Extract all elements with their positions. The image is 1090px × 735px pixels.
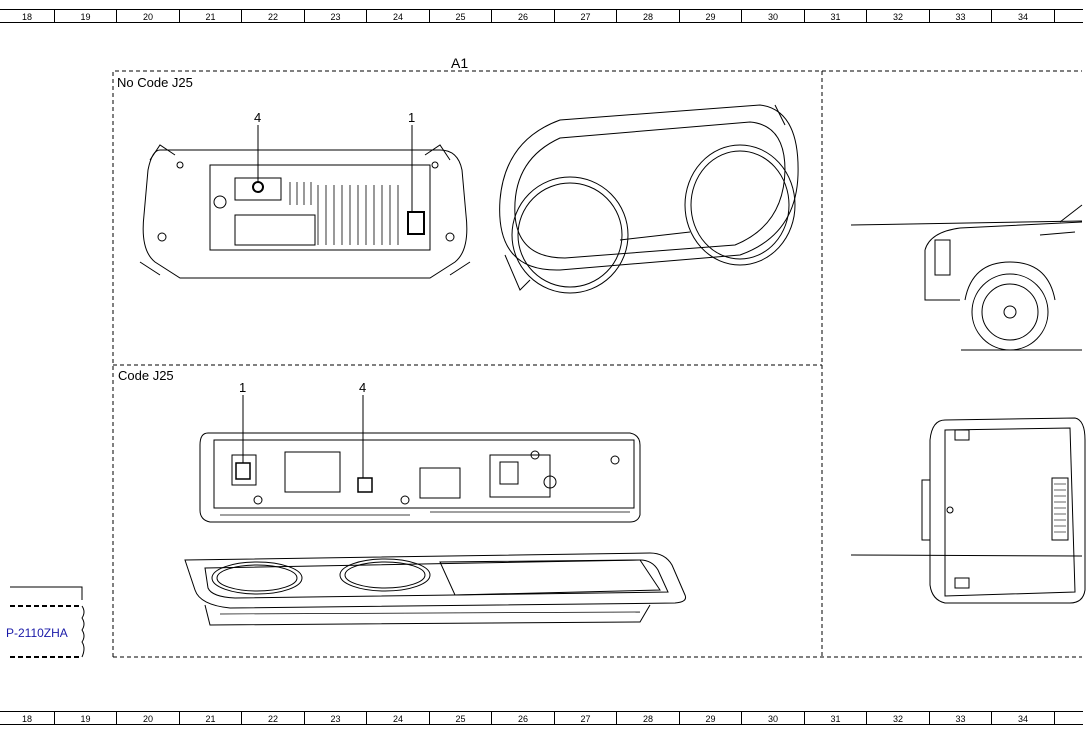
ruler-cell: 28 (616, 711, 679, 725)
ruler-cell: 24 (366, 9, 429, 23)
ruler-cell: 34 (991, 711, 1054, 725)
ruler-cell: 32 (866, 711, 929, 725)
ruler-cell: 18 (0, 711, 54, 725)
ruler-cell: 30 (741, 9, 804, 23)
ruler-cell: 18 (0, 9, 54, 23)
component-label: A1 (451, 55, 469, 71)
ruler-cell: 29 (679, 9, 741, 23)
instrument-cluster-rear-view-j25 (199, 395, 641, 523)
ruler-cell: 24 (366, 711, 429, 725)
callout-1-upper: 1 (408, 110, 416, 125)
ruler-cell: 19 (54, 9, 116, 23)
ruler-cell (1054, 711, 1083, 725)
bottom-grid-ruler: 18 19 20 21 22 23 24 25 26 27 28 29 30 3… (0, 711, 1090, 725)
ruler-cell: 23 (304, 711, 366, 725)
ruler-cell: 33 (929, 711, 991, 725)
ruler-cell: 20 (116, 9, 179, 23)
ruler-cell: 23 (304, 9, 366, 23)
ruler-cell: 28 (616, 9, 679, 23)
vehicle-side-view (850, 204, 1083, 351)
ruler-cell: 21 (179, 9, 241, 23)
ruler-cell (1054, 9, 1083, 23)
ruler-cell: 34 (991, 9, 1054, 23)
ruler-cell: 25 (429, 9, 491, 23)
ruler-cell: 30 (741, 711, 804, 725)
callout-4-lower: 4 (359, 380, 367, 395)
a1-frame (112, 70, 1082, 658)
ruler-cell: 27 (554, 711, 616, 725)
callout-4-upper: 4 (254, 110, 262, 125)
instrument-cluster-front-view-j25 (184, 552, 686, 626)
ruler-cell: 31 (804, 9, 866, 23)
ruler-cell: 29 (679, 711, 741, 725)
instrument-cluster-front-view-no-j25 (499, 104, 799, 294)
ruler-cell: 20 (116, 711, 179, 725)
ruler-cell: 32 (866, 9, 929, 23)
ruler-cell: 25 (429, 711, 491, 725)
reference-link[interactable]: P-2110ZHA (6, 626, 68, 640)
top-grid-ruler: 18 19 20 21 22 23 24 25 26 27 28 29 30 3… (0, 9, 1090, 23)
ruler-cell: 26 (491, 711, 554, 725)
ruler-cell: 21 (179, 711, 241, 725)
ruler-cell: 22 (241, 9, 304, 23)
ruler-cell: 33 (929, 9, 991, 23)
instrument-cluster-rear-view-no-j25 (139, 125, 471, 279)
panel-title-code-j25: Code J25 (118, 368, 174, 383)
callout-1-lower: 1 (239, 380, 247, 395)
panel-title-no-code-j25: No Code J25 (117, 75, 193, 90)
ruler-cell: 31 (804, 711, 866, 725)
ruler-cell: 22 (241, 711, 304, 725)
reference-box (10, 586, 85, 658)
ruler-cell: 19 (54, 711, 116, 725)
ruler-cell: 26 (491, 9, 554, 23)
ruler-cell: 27 (554, 9, 616, 23)
vehicle-top-view (850, 417, 1086, 604)
